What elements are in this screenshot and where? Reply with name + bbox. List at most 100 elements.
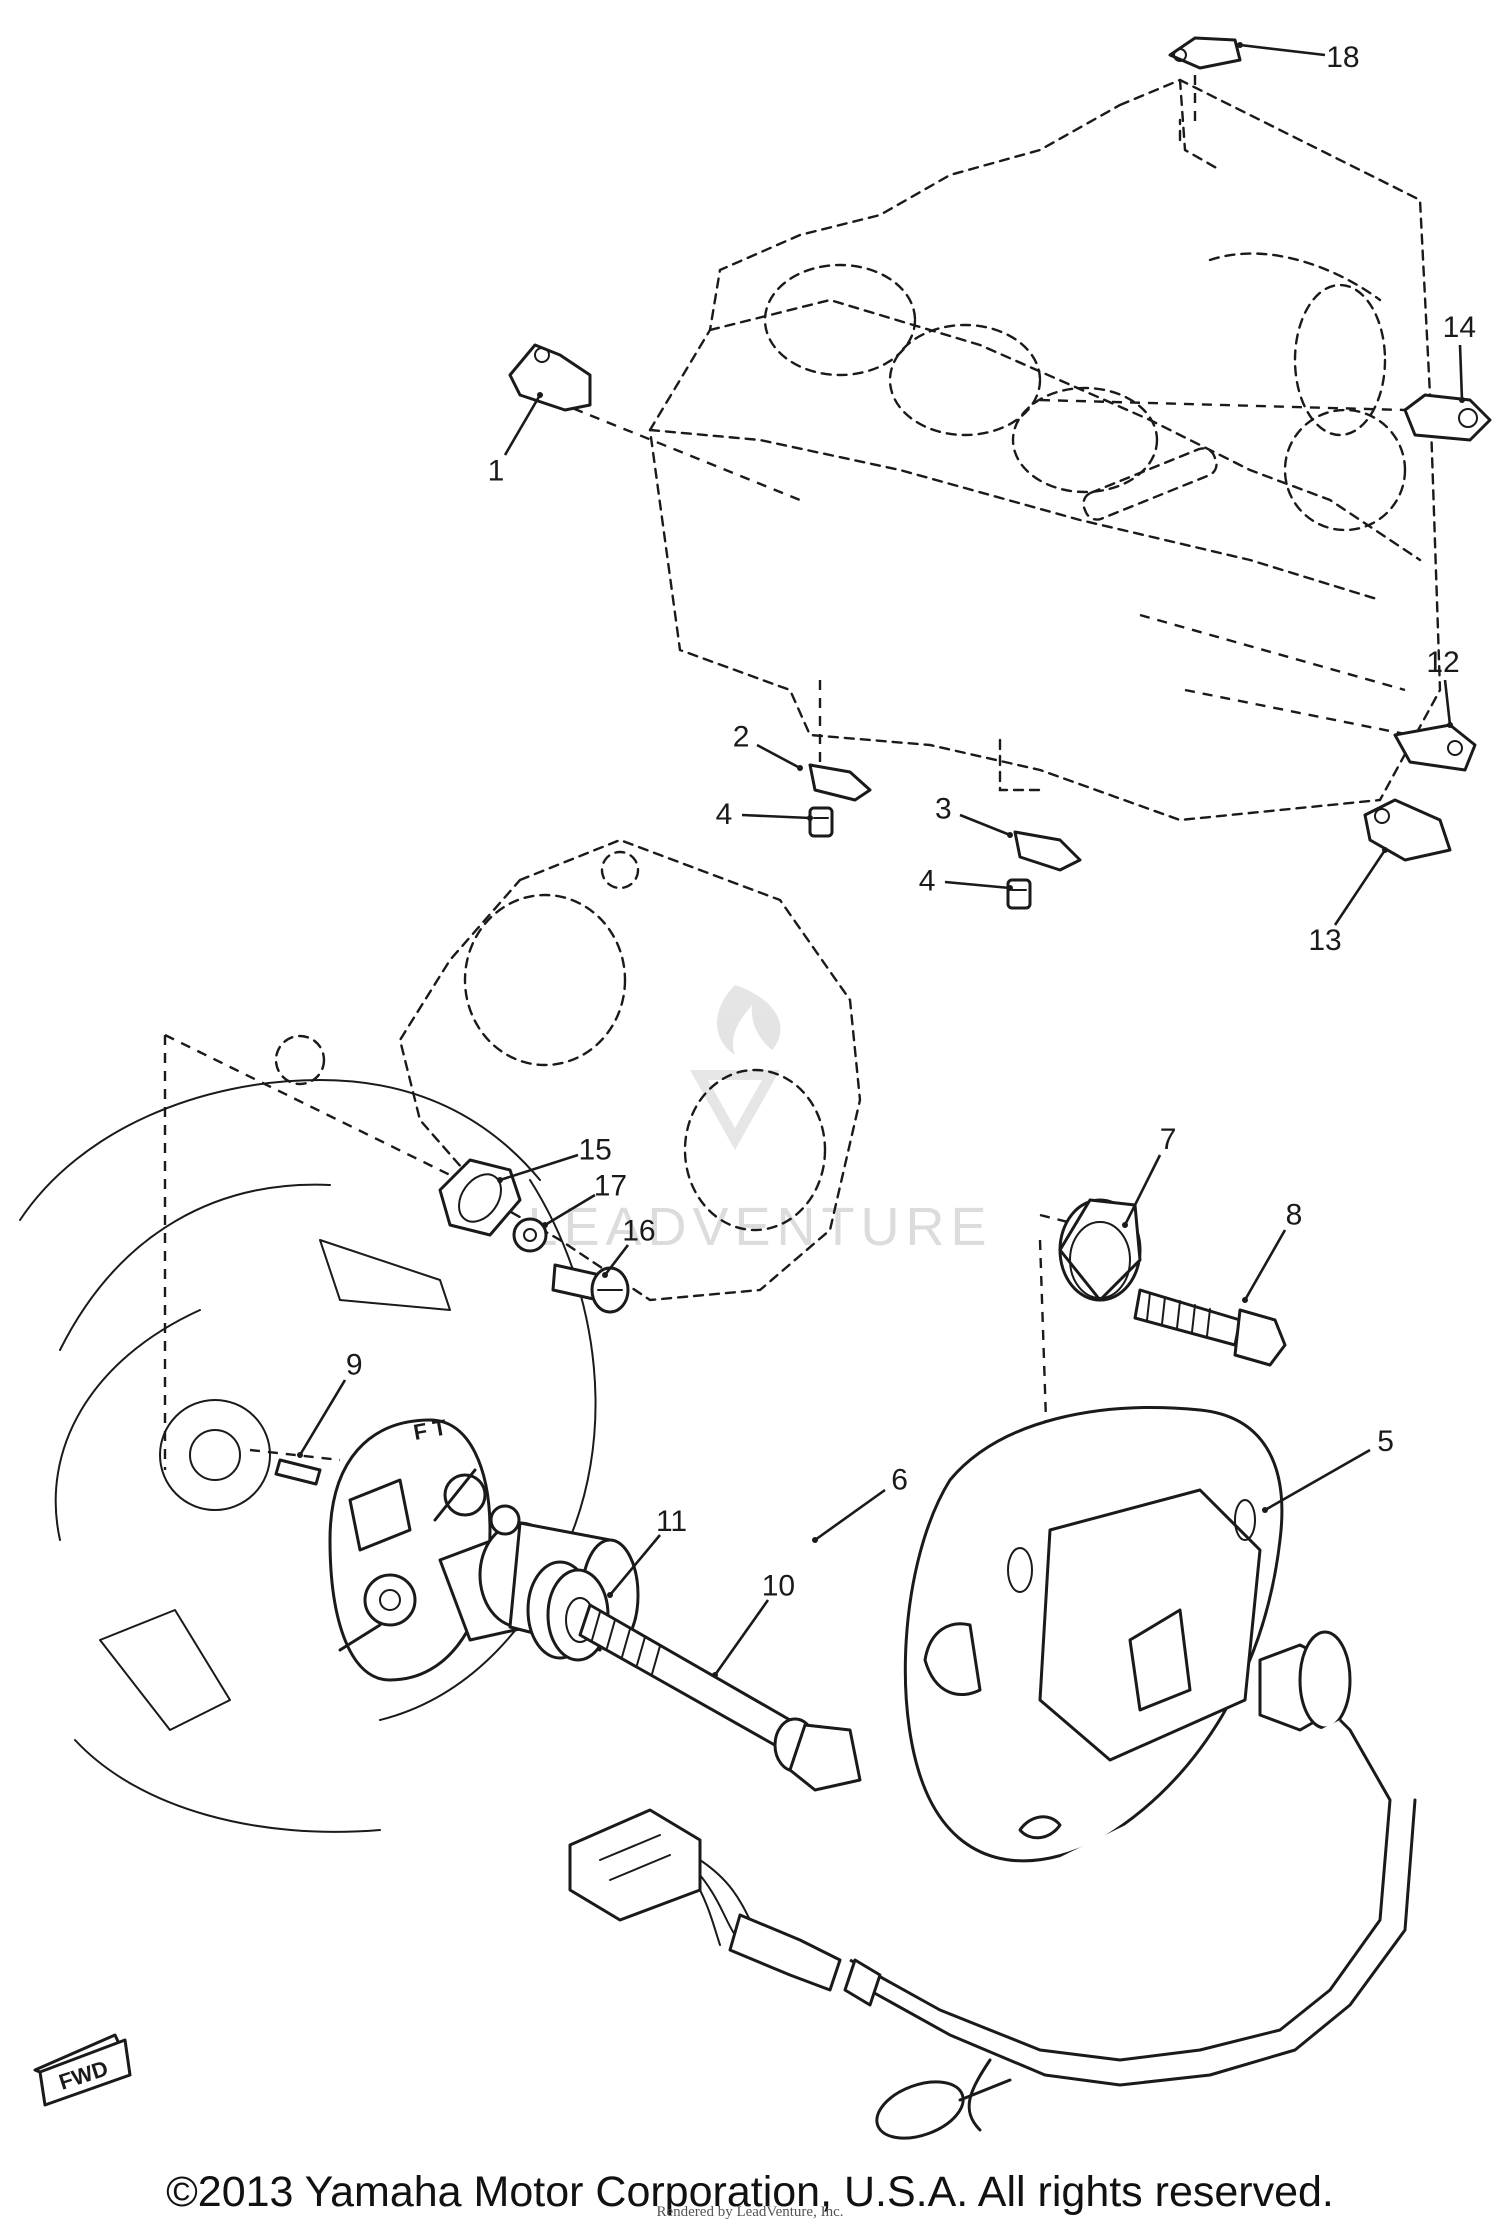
part-4-screw-b <box>1006 878 1032 910</box>
callout-number: 4 <box>919 864 936 897</box>
callout-1: 1 <box>488 392 543 488</box>
callout-leader <box>298 1379 347 1456</box>
callout-number: 7 <box>1160 1123 1177 1156</box>
callout-number: 6 <box>891 1464 908 1497</box>
callout-arrowhead <box>1007 832 1013 838</box>
callout-14: 14 <box>1443 311 1476 403</box>
callout-leader <box>1123 1154 1162 1226</box>
callout-number: 17 <box>594 1170 627 1203</box>
callout-arrowhead <box>1122 1222 1128 1228</box>
callout-arrowhead <box>797 765 803 771</box>
callout-number: 4 <box>716 798 733 831</box>
callout-leader <box>741 813 811 820</box>
callout-number: 11 <box>656 1505 687 1538</box>
reference-lines <box>163 75 1411 1541</box>
callout-arrowhead <box>607 1592 613 1598</box>
callout-arrowhead <box>1242 1297 1248 1303</box>
callout-2: 2 <box>733 721 803 771</box>
callout-number: 10 <box>762 1569 795 1602</box>
callout-leader <box>814 1488 886 1542</box>
watermark-text: LEADVENTURE <box>527 1197 992 1257</box>
part-2-clamp <box>808 763 872 802</box>
callout-arrowhead <box>602 1272 608 1278</box>
engine-block-outline <box>648 78 1442 822</box>
callout-arrowhead <box>542 1222 548 1228</box>
callout-number: 15 <box>578 1134 611 1167</box>
callout-11: 11 <box>607 1505 687 1598</box>
callout-arrowhead <box>807 815 813 821</box>
callout-number: 1 <box>488 455 505 488</box>
callout-16: 16 <box>602 1215 656 1278</box>
callout-number: 16 <box>622 1215 655 1248</box>
callout-number: 13 <box>1308 924 1341 957</box>
callout-10: 10 <box>712 1569 795 1678</box>
callout-leader <box>713 1599 770 1676</box>
callout-3: 3 <box>935 792 1013 838</box>
part-8-bolt <box>1133 1288 1287 1367</box>
part-9-pin <box>274 1458 322 1486</box>
wiring-harness <box>568 1718 1417 2140</box>
callout-4: 4 <box>716 798 813 831</box>
callout-leader <box>944 880 1011 890</box>
leadventure-watermark: LEADVENTURE <box>527 985 992 1257</box>
part-13-clamp <box>1363 798 1452 862</box>
callout-4: 4 <box>919 864 1013 897</box>
callout-arrowhead <box>712 1672 718 1678</box>
callout-number: 9 <box>346 1349 363 1382</box>
callout-arrowhead <box>537 392 543 398</box>
callout-number: 5 <box>1377 1425 1394 1458</box>
part-17-washer <box>512 1217 548 1253</box>
callout-number: 14 <box>1443 311 1476 344</box>
callout-leader <box>503 394 542 456</box>
callout-leader <box>1243 1229 1287 1301</box>
callout-7: 7 <box>1122 1123 1176 1228</box>
part-16-screw <box>551 1263 630 1314</box>
callout-arrowhead <box>1382 847 1388 853</box>
callout-leader <box>1239 43 1326 57</box>
callout-5: 5 <box>1262 1425 1394 1513</box>
callout-leader <box>959 813 1011 837</box>
callout-arrowhead <box>1447 722 1453 728</box>
callout-12: 12 <box>1426 646 1460 728</box>
footer-credit: Rendered by LeadVenture, Inc. <box>656 2204 844 2220</box>
callout-leader <box>499 1153 579 1182</box>
fwd-arrow-icon: FWD <box>33 2033 132 2107</box>
part-15-grommet <box>438 1158 522 1237</box>
part-1-clamp <box>508 343 592 412</box>
svg-text:F T: F T <box>412 1414 449 1444</box>
callout-17: 17 <box>542 1170 627 1228</box>
watermark-v-icon <box>690 1070 780 1150</box>
part-10-bolt <box>578 1603 862 1792</box>
callout-15: 15 <box>497 1134 612 1183</box>
callout-leader <box>1443 679 1452 726</box>
copyright-notice: ©2013 Yamaha Motor Corporation, U.S.A. A… <box>166 2168 1334 2216</box>
part-3-clamp <box>1013 830 1082 872</box>
callout-9: 9 <box>297 1349 363 1458</box>
callout-arrowhead <box>1262 1507 1268 1513</box>
part-12-clamp <box>1393 723 1477 772</box>
part-7-collar <box>1058 1198 1142 1302</box>
callout-number: 8 <box>1286 1198 1303 1231</box>
callout-arrowhead <box>497 1177 503 1183</box>
callout-6: 6 <box>812 1464 908 1543</box>
callout-leader <box>603 1244 630 1276</box>
callout-leader <box>609 1534 661 1596</box>
callout-leader <box>1264 1448 1371 1512</box>
callout-arrowhead <box>297 1452 303 1458</box>
part-14-clamp <box>1403 393 1492 442</box>
callout-number: 18 <box>1326 41 1359 74</box>
callout-number: 12 <box>1426 646 1459 679</box>
callout-8: 8 <box>1242 1198 1302 1303</box>
callout-13: 13 <box>1308 847 1388 957</box>
callout-leader <box>1333 849 1387 926</box>
crankcase-outline <box>274 838 862 1302</box>
callout-18: 18 <box>1237 41 1360 74</box>
callout-arrowhead <box>812 1537 818 1543</box>
callout-leader <box>1458 344 1464 401</box>
callout-arrowhead <box>1237 42 1243 48</box>
part-4-screw <box>808 806 834 838</box>
callout-number: 3 <box>935 792 952 825</box>
callout-leader <box>544 1193 596 1227</box>
